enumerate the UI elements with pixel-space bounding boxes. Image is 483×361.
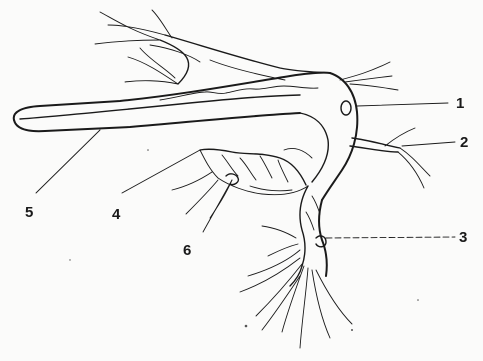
eye	[341, 101, 351, 115]
tail-setae	[240, 226, 352, 348]
leader-4	[122, 150, 200, 193]
upper-antennae	[95, 10, 330, 84]
antenna-2	[350, 128, 430, 188]
label-2: 2	[460, 135, 468, 150]
leader-1	[357, 103, 448, 106]
label-1: 1	[456, 96, 464, 111]
scan-speckles	[69, 149, 419, 331]
leader-lines	[36, 103, 455, 238]
head	[300, 73, 357, 200]
label-5: 5	[25, 205, 33, 220]
leader-6	[203, 180, 232, 232]
label-3: 3	[459, 230, 467, 245]
ventral-appendages	[172, 148, 312, 218]
leader-2	[402, 142, 455, 146]
leader-3	[326, 237, 455, 238]
abdomen	[300, 186, 327, 276]
rostrum	[14, 73, 330, 132]
label-4: 4	[112, 207, 120, 222]
leader-5	[36, 130, 100, 193]
label-6: 6	[183, 243, 191, 258]
